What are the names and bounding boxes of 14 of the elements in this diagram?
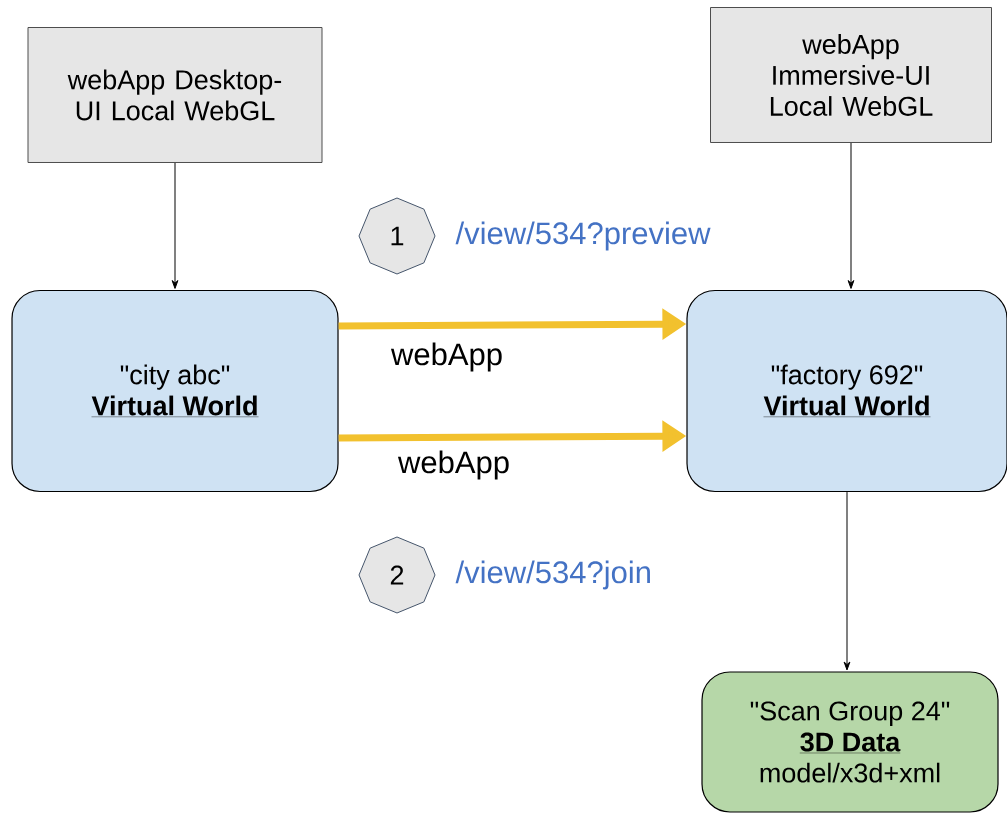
link-text: /view/534?join: [455, 560, 650, 590]
arrow: [171, 162, 179, 289]
world-box: "city abc" Virtual World: [11, 289, 339, 493]
edge-label: webApp: [390, 342, 502, 372]
name-box: webApp Desktop-UI Local WebGL: [27, 27, 323, 163]
arrow: [847, 142, 855, 289]
step-octagon: 2: [358, 536, 436, 614]
step-octagon: 1: [358, 197, 436, 275]
edge-label: webApp: [397, 450, 509, 480]
link-text: /view/534?preview: [455, 221, 711, 251]
data-box: "Scan Group 24" 3D Data model/x3d+xml: [701, 671, 999, 813]
arrow: [843, 491, 851, 671]
name-box: webApp Immersive-UI Local WebGL: [710, 7, 992, 143]
world-box: "factory 692" Virtual World: [686, 289, 1007, 493]
